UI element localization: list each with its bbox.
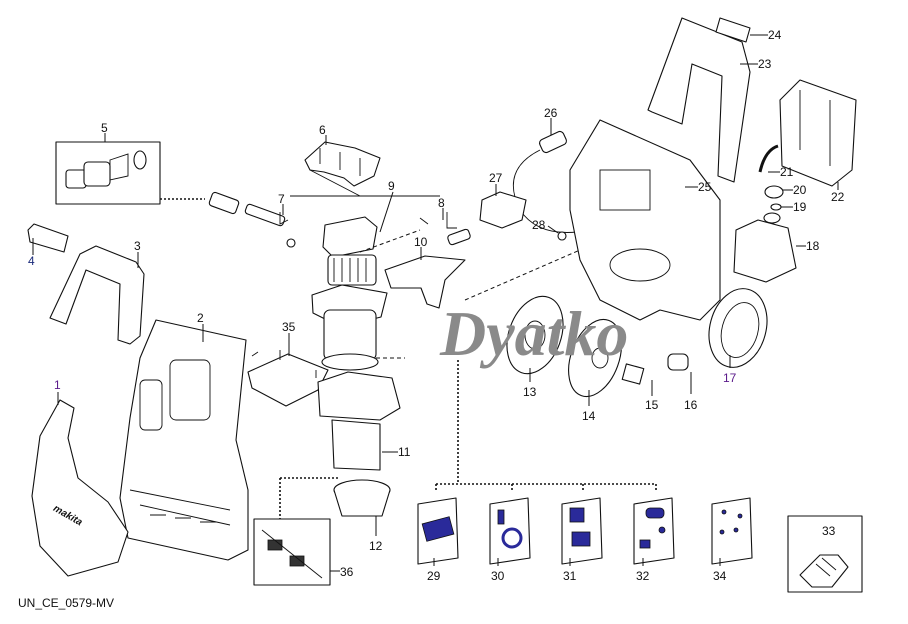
part-18-detergent-tank: 18: [733, 212, 820, 283]
label-4: 4: [28, 254, 35, 268]
label-28: 28: [532, 218, 546, 232]
label-9: 9: [388, 179, 395, 193]
part-4-handle-grip: 4: [27, 223, 69, 268]
part-25-main-housing: 25: [569, 119, 721, 321]
part-8-outlet-fitting: 8: [419, 196, 471, 246]
part-motor-body: [321, 309, 379, 371]
label-30: 30: [491, 569, 505, 583]
label-21: 21: [780, 165, 794, 179]
label-24: 24: [768, 28, 782, 42]
part-7-inlet-assembly: 7: [208, 191, 296, 248]
label-36: 36: [340, 565, 354, 579]
label-16: 16: [684, 398, 698, 412]
label-25: 25: [698, 180, 712, 194]
label-1: 1: [54, 378, 61, 392]
label-5: 5: [101, 121, 108, 135]
part-20-nut: 20: [764, 183, 807, 199]
label-12: 12: [369, 539, 383, 553]
label-27: 27: [489, 171, 503, 185]
label-29: 29: [427, 569, 441, 583]
part-28-clip: 28: [532, 218, 567, 241]
part-31-accessory-bag: 31: [561, 497, 603, 583]
label-19: 19: [793, 200, 807, 214]
part-29-accessory-bag: 29: [417, 497, 459, 583]
part-24-top-cap: 24: [715, 17, 782, 43]
label-14: 14: [582, 409, 596, 423]
label-13: 13: [523, 385, 537, 399]
label-8: 8: [438, 196, 445, 210]
part-34-accessory-bag: 34: [711, 497, 753, 583]
watermark: Dyatko: [439, 298, 628, 369]
part-22-bracket-housing: 22: [779, 79, 857, 204]
diagram-code-caption: UN_CE_0579-MV: [18, 596, 114, 610]
part-11-motor-housing: 11: [317, 371, 411, 471]
label-22: 22: [831, 190, 845, 204]
part-19-washer: 19: [770, 200, 807, 214]
part-33-nozzle-inset: 33: [787, 515, 863, 593]
label-17: 17: [723, 371, 737, 385]
label-31: 31: [563, 569, 577, 583]
label-6: 6: [319, 123, 326, 137]
part-17-reel-crank-wheel: 17: [708, 288, 768, 385]
assembly-dash-housing: [464, 249, 581, 301]
part-13-hose-reel-disc: 13: [506, 295, 564, 399]
part-6-pump-cover: 6: [304, 123, 381, 187]
label-33: 33: [822, 524, 836, 538]
label-3: 3: [134, 239, 141, 253]
part-1-front-cover: makita 1: [31, 378, 129, 577]
label-15: 15: [645, 398, 659, 412]
part-35-cover-plate: 35: [247, 320, 329, 407]
label-11: 11: [398, 445, 411, 459]
part-32-accessory-bag: 32: [633, 497, 675, 583]
leader-lines-9: [290, 169, 440, 197]
label-23: 23: [758, 57, 772, 71]
part-21-hose: 21: [758, 144, 794, 179]
label-34: 34: [713, 569, 727, 583]
label-10: 10: [414, 235, 428, 249]
part-15-reel-bracket: 15: [621, 363, 659, 412]
part-9-pump-head: 9: [311, 179, 395, 328]
part-16-reel-knob: 16: [667, 353, 698, 412]
label-26: 26: [544, 106, 558, 120]
label-20: 20: [793, 183, 807, 197]
part-10-bracket: 10: [384, 235, 466, 309]
part-36-carbon-brushes: 36: [253, 518, 354, 586]
label-18: 18: [806, 239, 820, 253]
part-3-handle: 3: [49, 239, 145, 345]
assembly-dashes: [359, 229, 421, 359]
label-7: 7: [278, 192, 285, 206]
leader-dotted-accessories: [435, 360, 657, 492]
part-2-rear-frame: 2: [119, 311, 249, 561]
part-12-base-cup: 12: [333, 479, 391, 553]
part-14-hose-reel-disc: 14: [568, 318, 622, 423]
leader-dotted-36: [279, 477, 340, 520]
part-5-hose-coupling-inset: 5: [55, 121, 161, 205]
part-27-switch-box: 27: [479, 171, 527, 229]
label-32: 32: [636, 569, 650, 583]
label-2: 2: [197, 311, 204, 325]
label-35: 35: [282, 320, 296, 334]
part-30-accessory-bag: 30: [489, 497, 531, 583]
